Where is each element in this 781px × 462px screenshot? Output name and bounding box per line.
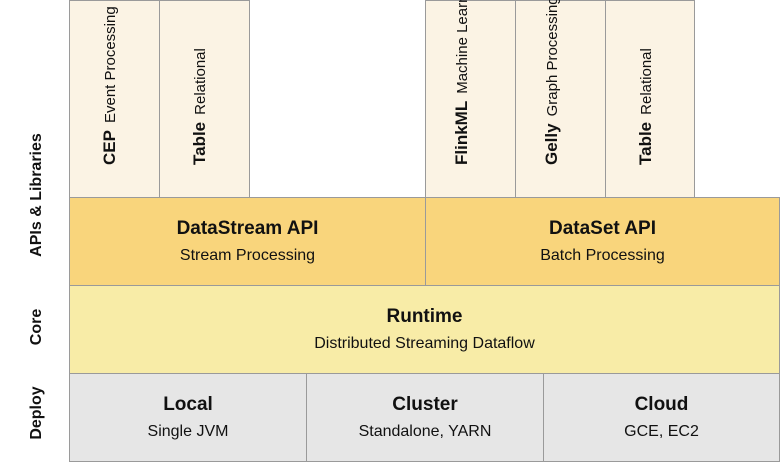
library-cep-title: CEP	[100, 130, 119, 165]
library-gelly-title: Gelly	[542, 123, 561, 165]
dataset-api-subtitle: Batch Processing	[540, 247, 665, 265]
runtime-subtitle: Distributed Streaming Dataflow	[314, 335, 535, 353]
library-flinkml-title: FlinkML	[452, 100, 471, 165]
datastream-api-title: DataStream API	[176, 217, 319, 239]
row-label-core: Core	[28, 308, 45, 346]
library-table-stream: Table Relational	[159, 0, 250, 198]
library-flinkml-subtitle: Machine Learning	[454, 0, 471, 94]
runtime-box: Runtime Distributed Streaming Dataflow	[69, 285, 780, 374]
library-flinkml: FlinkML Machine Learning	[425, 0, 516, 198]
library-table-batch-title: Table	[636, 121, 655, 165]
deploy-local-subtitle: Single JVM	[147, 423, 229, 441]
deploy-cluster-subtitle: Standalone, YARN	[358, 423, 492, 441]
dataset-api-box: DataSet API Batch Processing	[425, 197, 780, 286]
row-label-apis-libraries: APIs & Libraries	[28, 133, 45, 257]
library-gelly-subtitle: Graph Processing	[544, 0, 561, 117]
deploy-cloud-title: Cloud	[634, 393, 689, 415]
library-cep-subtitle: Event Processing	[102, 6, 119, 124]
deploy-cloud-subtitle: GCE, EC2	[624, 423, 699, 441]
deploy-cluster-title: Cluster	[392, 393, 458, 415]
deploy-local-box: Local Single JVM	[69, 373, 307, 462]
library-table-stream-title: Table	[190, 121, 209, 165]
row-label-deploy: Deploy	[28, 386, 45, 440]
deploy-cloud-box: Cloud GCE, EC2	[543, 373, 780, 462]
datastream-api-subtitle: Stream Processing	[179, 247, 316, 265]
library-table-batch: Table Relational	[605, 0, 695, 198]
deploy-cluster-box: Cluster Standalone, YARN	[306, 373, 544, 462]
datastream-api-box: DataStream API Stream Processing	[69, 197, 426, 286]
library-table-stream-subtitle: Relational	[192, 48, 209, 115]
runtime-title: Runtime	[386, 305, 463, 327]
dataset-api-title: DataSet API	[549, 217, 656, 239]
deploy-local-title: Local	[163, 393, 213, 415]
library-table-batch-subtitle: Relational	[638, 48, 655, 115]
library-cep: CEP Event Processing	[69, 0, 160, 198]
library-gelly: Gelly Graph Processing	[515, 0, 606, 198]
